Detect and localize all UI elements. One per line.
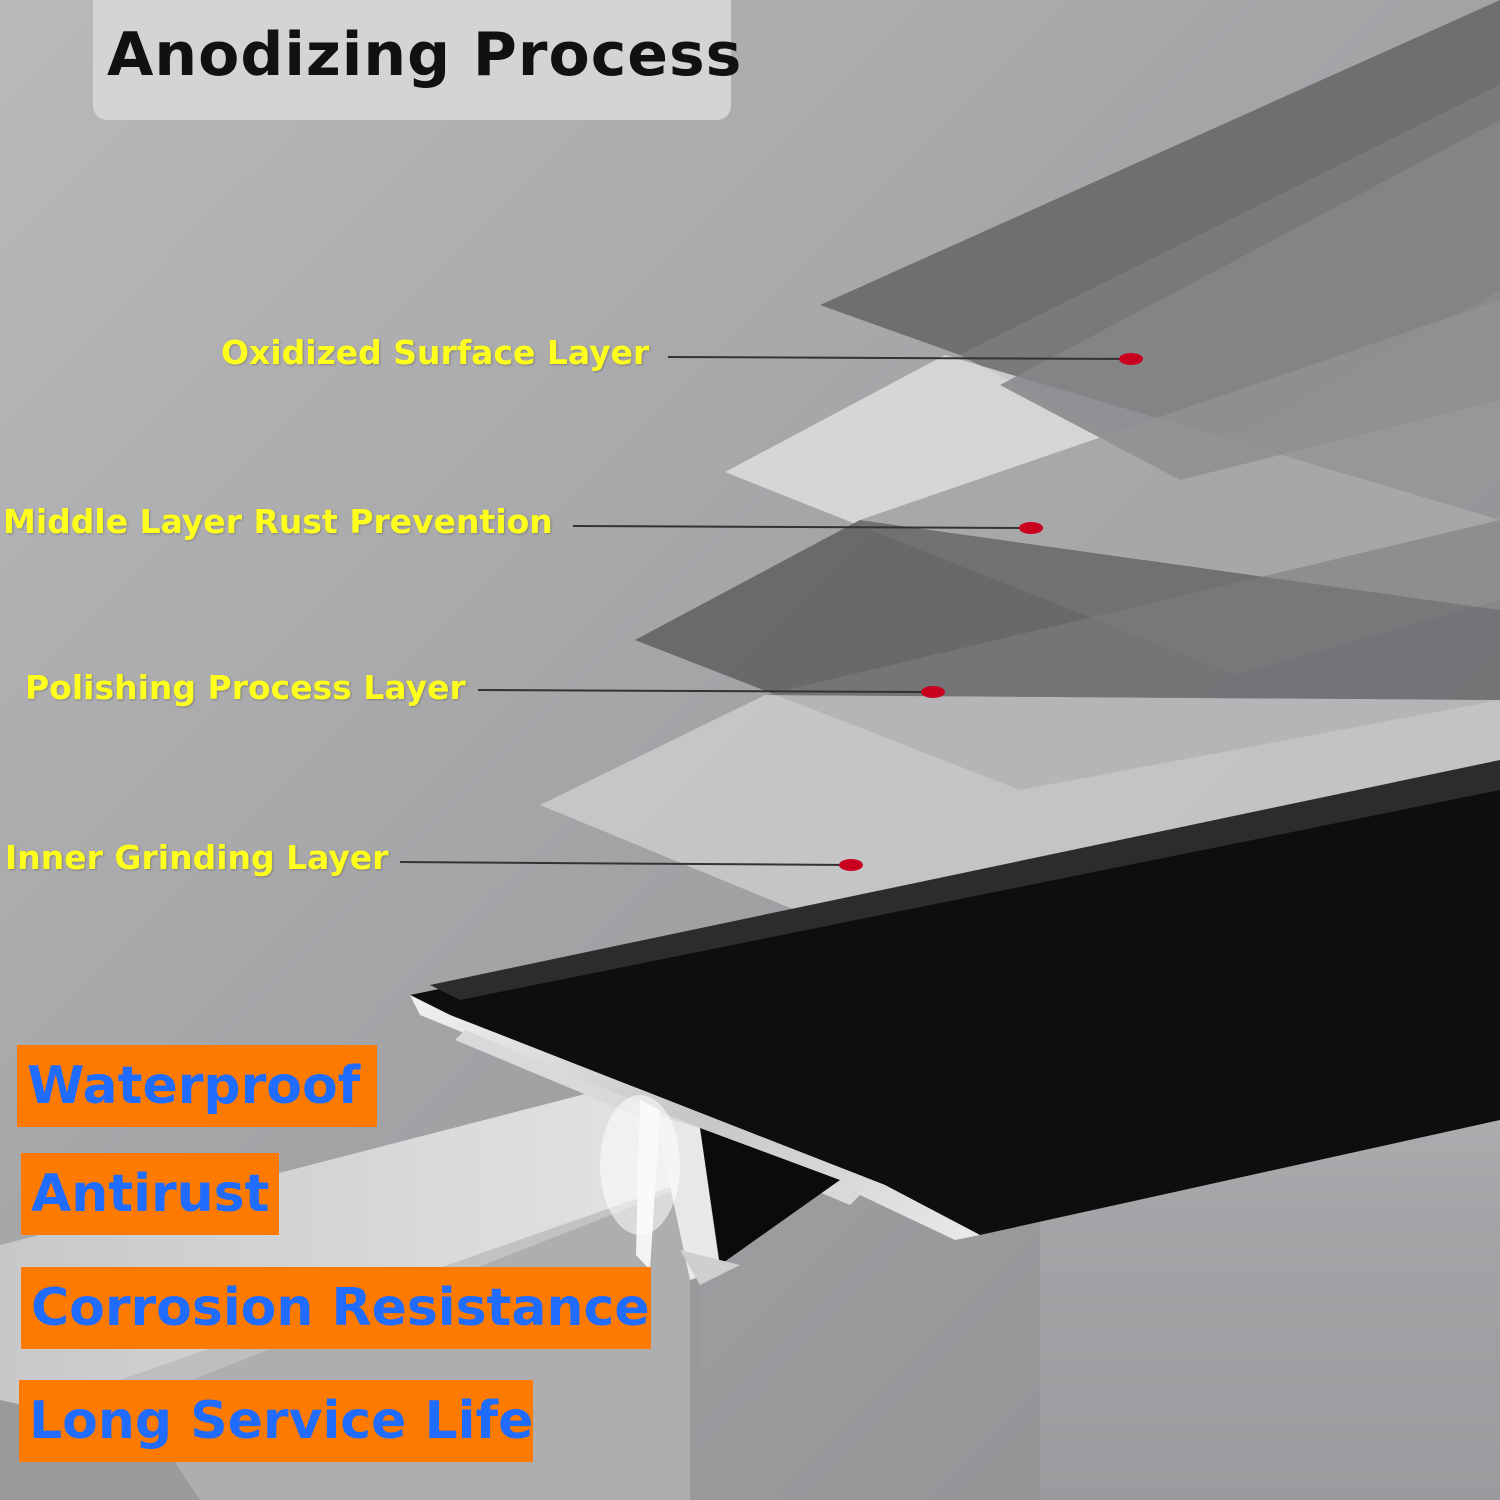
marker-dot-middle <box>1019 522 1043 534</box>
marker-dots <box>839 353 1143 871</box>
label-polishing-process-layer: Polishing Process Layer <box>25 668 466 707</box>
marker-dot-polishing <box>921 686 945 698</box>
feature-long-service-life: Long Service Life <box>19 1380 533 1462</box>
label-oxidized-surface-layer: Oxidized Surface Layer <box>221 333 650 372</box>
marker-dot-inner <box>839 859 863 871</box>
label-inner-grinding-layer: Inner Grinding Layer <box>5 838 389 877</box>
label-middle-layer-rust-prevention: Middle Layer Rust Prevention <box>3 502 553 541</box>
floor-light-reflection <box>600 1095 680 1235</box>
title-banner <box>93 0 731 120</box>
marker-dot-oxidized <box>1119 353 1143 365</box>
feature-antirust: Antirust <box>21 1153 279 1235</box>
page-title: Anodizing Process <box>107 20 743 90</box>
layer-inner-grinding <box>540 520 1500 1015</box>
feature-corrosion-resistance: Corrosion Resistance <box>21 1267 651 1349</box>
t-profile-strip <box>410 760 1500 1285</box>
feature-waterproof: Waterproof <box>17 1045 377 1127</box>
leader-lines <box>399 356 1131 866</box>
